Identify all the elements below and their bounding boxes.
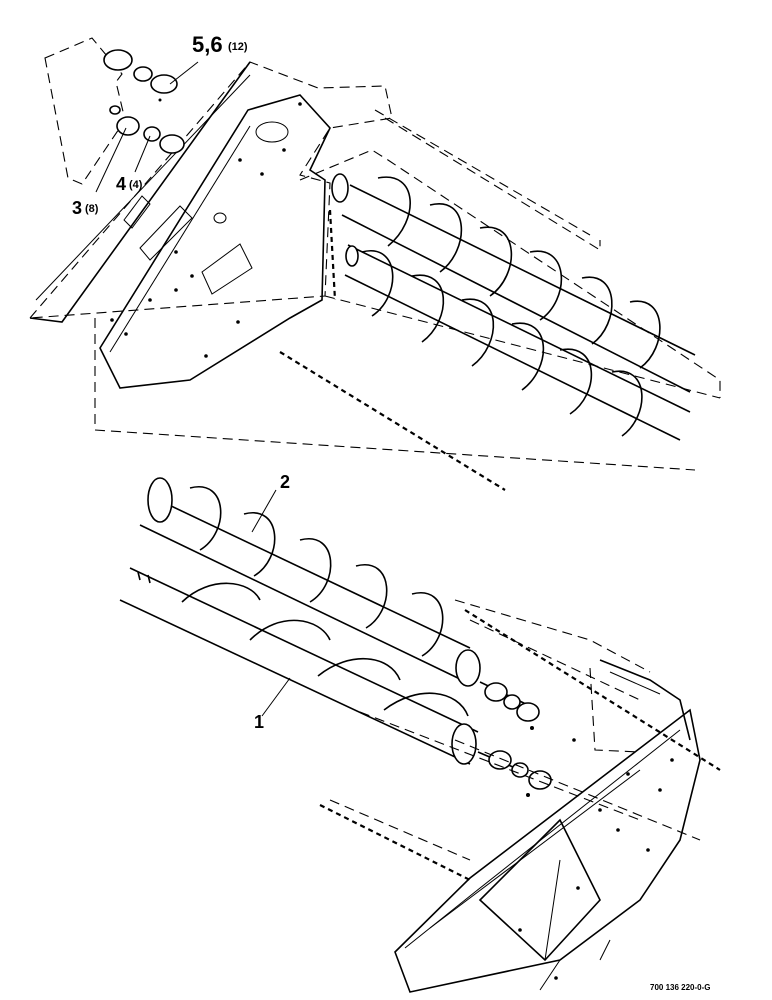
callout-3-qty: (8) [85,203,99,215]
flange-lower [159,134,185,154]
callout-3: 3 [72,198,82,218]
leader-2 [251,489,277,533]
flange-part-3 [116,116,140,136]
callout-2: 2 [280,472,290,492]
leader-lines [95,61,291,717]
upper-header-frame [28,37,721,491]
flange-upper-b [150,74,178,94]
callout-4: 4 [116,174,126,194]
leader-4 [134,135,151,173]
bearing-part-4 [143,126,161,142]
callout-4-qty: (4) [129,179,143,191]
leader-1 [261,677,291,717]
callout-5-6-qty: (12) [228,41,248,53]
callout-1: 1 [254,712,264,732]
lower-header-frame [319,599,721,993]
leader-3 [95,127,127,193]
bearing-flange-upper [103,49,133,71]
figure-number: 700 136 220-0-G [650,983,711,992]
upper-auger-assembly [331,173,696,441]
callouts: 5,6 (12) 4 (4) 3 (8) 2 1 700 136 220-0-G [72,32,711,992]
leader-5-6 [169,61,199,85]
lower-bearing-parts [484,682,552,797]
bearing-upper [133,66,153,82]
upper-bearing-parts [103,49,185,154]
callout-5-6: 5,6 [192,32,223,57]
lower-auger-assembly [119,477,531,771]
